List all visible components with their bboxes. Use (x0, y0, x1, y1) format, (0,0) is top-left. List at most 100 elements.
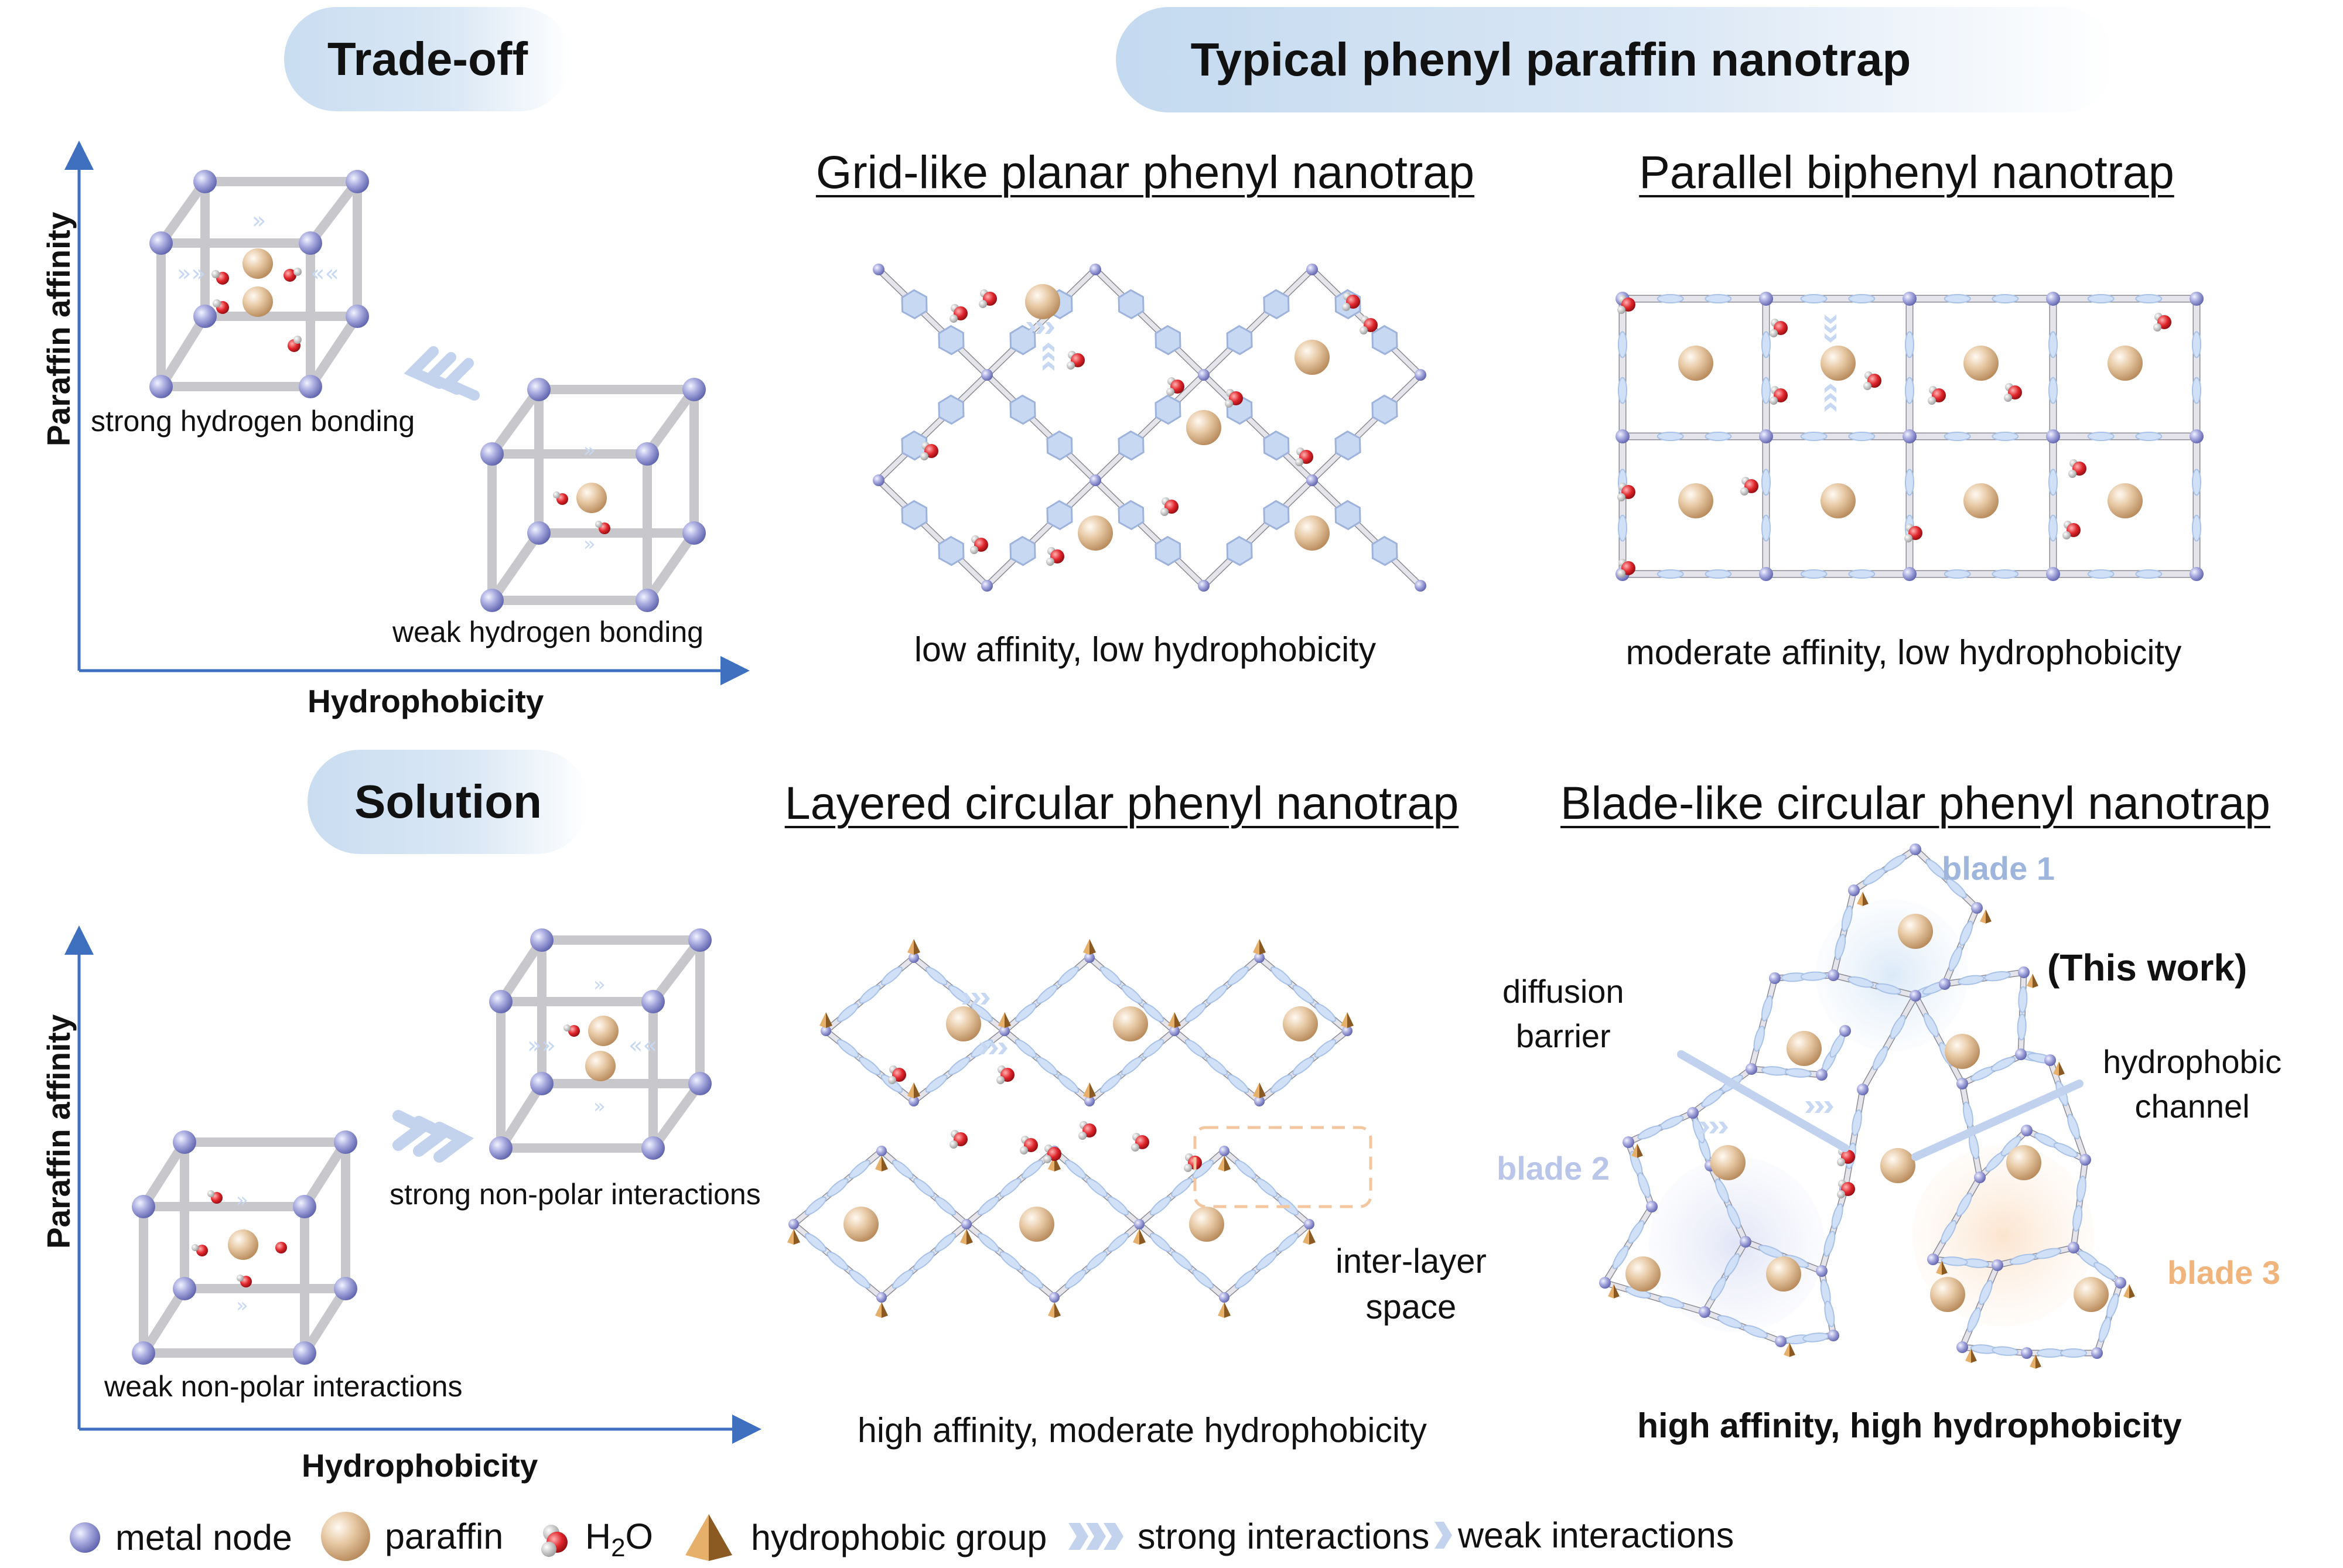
water-h (1131, 1143, 1139, 1152)
svg-text:««: «« (310, 260, 339, 287)
biphenyl-ring (1831, 1203, 1843, 1229)
metal-node (876, 1292, 887, 1303)
strong-interaction-icon (1068, 1523, 1123, 1550)
chevron-shape (1824, 1101, 1833, 1113)
metal-node (2190, 429, 2204, 443)
linker-rod (1831, 973, 1918, 998)
biphenyl-ring (1184, 1003, 1207, 1023)
phenyl-ring (1371, 394, 1398, 425)
cube-strong-np: » » »» «« (489, 928, 712, 1160)
biphenyl-ring (1848, 294, 1876, 303)
biphenyl-ring (1714, 1178, 1730, 1204)
interaction-chevrons (1825, 384, 1836, 412)
metal-node (2190, 292, 2204, 306)
biphenyl-ring (999, 1178, 1022, 1197)
biphenyl-ring (1726, 1204, 1741, 1229)
biphenyl-ring (1984, 971, 2011, 982)
phenyl-ring (901, 500, 928, 531)
phenyl-ring (1263, 500, 1290, 531)
hydrophobic-group (1309, 1229, 1316, 1245)
chevron-shape (1036, 322, 1045, 334)
phenyl-ring (1334, 430, 1361, 461)
biphenyl-ring (1753, 1025, 1765, 1052)
biphenyl-ring (2135, 294, 2163, 303)
biphenyl-ring (2060, 1348, 2087, 1358)
biphenyl-ring (1227, 966, 1249, 986)
hydrophobic-group (960, 1229, 966, 1245)
biphenyl-ring (1874, 983, 1901, 995)
caption-layered: high affinity, moderate hydrophobicity (858, 1411, 1427, 1450)
tradeoff-y-axis-label: Paraffin affinity (40, 211, 77, 446)
phenyl-ring (938, 394, 965, 425)
hydrophobic-group (1083, 1082, 1089, 1098)
paraffin (1295, 515, 1330, 551)
legend-h2o-sub: 2 (611, 1533, 626, 1563)
metal-node (1903, 292, 1917, 306)
biphenyl-ring (1270, 1074, 1293, 1093)
label-strong-hb: strong hydrogen bonding (91, 405, 415, 438)
biphenyl-ring (1192, 1269, 1214, 1289)
water-h (1617, 493, 1625, 501)
metal-node (1342, 1026, 1352, 1036)
biphenyl-ring (2048, 331, 2058, 358)
svg-text:»: » (236, 1188, 248, 1212)
svg-text:»: » (236, 1294, 248, 1317)
chevron-shape (1709, 1122, 1719, 1133)
water-h (1770, 329, 1778, 337)
phenyl-ring (1009, 394, 1036, 425)
biphenyl-ring (1705, 432, 1732, 441)
biphenyl-ring (1823, 1231, 1836, 1257)
biphenyl-ring (1710, 1276, 1726, 1301)
header-title: Typical phenyl paraffin nanotrap (1190, 33, 1911, 86)
biphenyl-ring (1890, 1014, 1906, 1039)
hydrophobic-group (1863, 891, 1869, 906)
caption-parallel: moderate affinity, low hydrophobicity (1625, 633, 2182, 672)
paraffin (1186, 410, 1221, 445)
biphenyl-ring (1967, 1307, 1981, 1333)
hydrophobic-group (998, 1012, 1005, 1028)
metal-node (1828, 1330, 1839, 1341)
phenyl-ring (1118, 500, 1145, 531)
biphenyl-ring (1705, 569, 1732, 579)
title-layered: Layered circular phenyl nanotrap (784, 777, 1459, 829)
water-h (979, 300, 987, 308)
metal-node (1910, 843, 1921, 855)
water-h (950, 315, 958, 323)
biphenyl-ring (1628, 1220, 1645, 1244)
linker-rod (1702, 1239, 1748, 1314)
legend-h2o-o: O (625, 1516, 653, 1556)
linker-rod (2048, 1058, 2088, 1162)
chevron-shape (1825, 402, 1836, 412)
paraffin (2006, 1145, 2041, 1180)
hydrophobic-group (1784, 1342, 1789, 1357)
metal-node (1599, 1277, 1611, 1289)
metal-node (1415, 580, 1426, 592)
metal-node (1198, 369, 1210, 381)
water-icon (541, 1525, 568, 1557)
linker-rod (1931, 1175, 1982, 1262)
biphenyl-ring (1717, 1315, 1743, 1328)
chevron-shape (1045, 322, 1054, 334)
metal-node (908, 1096, 919, 1106)
chevron-shape (1700, 1122, 1709, 1133)
legend-strong: strong interactions (1066, 1516, 1429, 1557)
biphenyl-ring (1852, 1109, 1862, 1136)
hydrophobic-group (1083, 939, 1089, 955)
biphenyl-ring (1015, 1038, 1037, 1058)
legend-weak-label: weak interactions (1458, 1515, 1734, 1555)
hydrophobic-group (875, 1156, 882, 1171)
biphenyl-ring (913, 1251, 935, 1270)
hydrophobic-group (1789, 1342, 1795, 1357)
metal-node (1169, 1026, 1180, 1036)
legend-hydrophobic-label: hydrophobic group (751, 1518, 1047, 1557)
metal-node (1306, 264, 1318, 275)
biphenyl-ring (1184, 1038, 1207, 1058)
legend-h2o: H2O (536, 1516, 653, 1563)
biphenyl-ring (1990, 1057, 2016, 1072)
biphenyl-ring (971, 1039, 993, 1058)
biphenyl-ring (2192, 331, 2201, 358)
hydrophobic-group (1168, 1012, 1174, 1028)
linker-rod (1201, 478, 1314, 588)
hydrophobic-group (2053, 1061, 2059, 1076)
biphenyl-ring (1205, 1056, 1228, 1076)
